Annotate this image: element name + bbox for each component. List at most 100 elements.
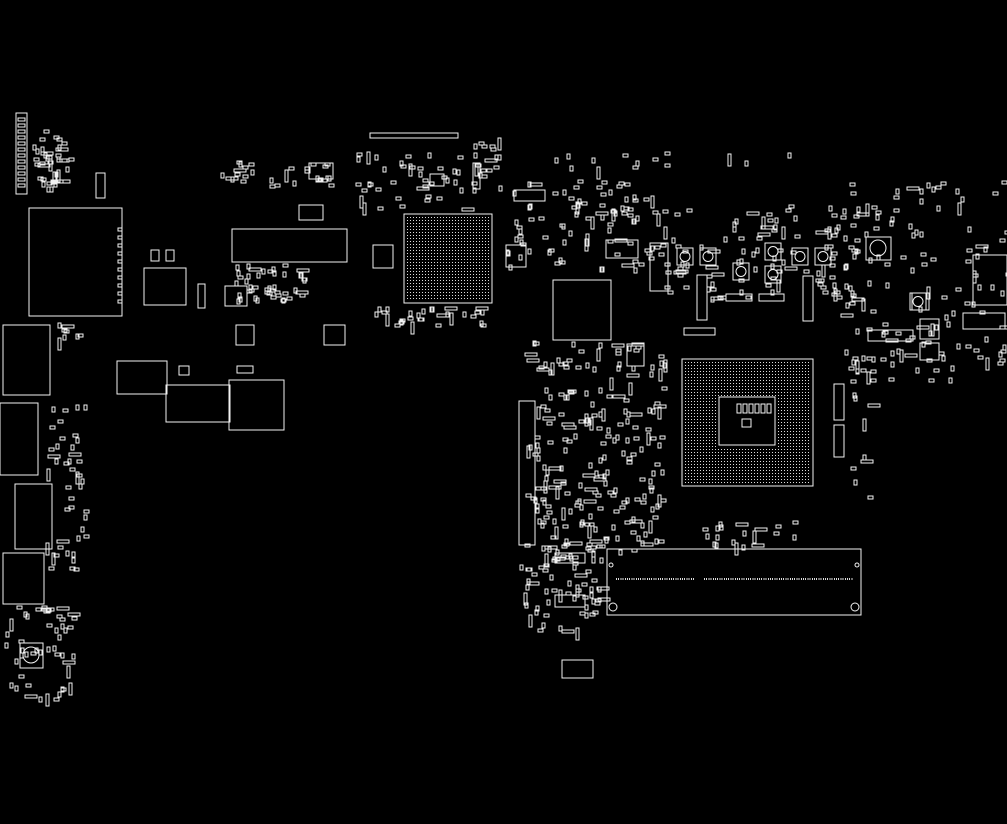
passive-component [658,368,663,382]
cpu-pin [802,401,803,402]
dimm-latch-left [608,602,618,612]
passive-component [548,485,562,490]
bga-ball [437,238,438,239]
passive-component [635,160,640,167]
socket-cap [754,403,760,414]
passive-component [578,419,585,424]
square-switch [764,265,782,284]
passive-component [46,623,53,628]
cpu-pin [748,452,749,453]
passive-component [664,285,671,290]
passive-component [635,215,640,222]
cpu-pin [691,446,692,447]
cpu-pin [712,386,713,387]
cpu-pin [712,416,713,417]
passive-component [242,174,249,179]
port-connector-4 [2,552,45,605]
bga-ball [431,244,432,245]
cpu-pin [694,422,695,423]
bga-ball [449,220,450,221]
bga-ball [470,298,471,299]
cpu-pin [769,377,770,378]
cpu-pin [778,476,779,477]
cpu-pin [778,455,779,456]
bga-ball [449,289,450,290]
cpu-pin [733,365,734,366]
cpu-pin [772,476,773,477]
dimm-contact [679,578,681,580]
cpu-pin [709,386,710,387]
cpu-pin [706,455,707,456]
passive-component [589,417,594,431]
square-switch [732,262,750,281]
cpu-pin [784,401,785,402]
cpu-pin [742,389,743,390]
cpu-pin [796,362,797,363]
bga-ball [419,217,420,218]
header-pin [17,165,26,170]
cpu-pin [730,386,731,387]
cpu-pin [751,482,752,483]
bga-ball [449,244,450,245]
passive-component [651,408,656,415]
passive-component [744,160,749,167]
passive-component [601,408,606,422]
bga-ball [416,256,417,257]
cpu-pin [784,443,785,444]
dimm-contact [818,578,820,580]
cpu-pin [790,377,791,378]
cpu-pin [787,467,788,468]
bga-ball [476,274,477,275]
passive-component [944,314,949,321]
cpu-pin [721,464,722,465]
cpu-pin [694,476,695,477]
cpu-pin [706,380,707,381]
bga-ball [407,253,408,254]
bga-ball [422,283,423,284]
dimm-contact [847,578,848,580]
passive-component [38,649,43,656]
cpu-pin [691,482,692,483]
cpu-pin [778,428,779,429]
passive-component [374,311,379,318]
cpu-pin [802,464,803,465]
passive-component [356,152,363,157]
cpu-pin [685,413,686,414]
cpu-pin [691,476,692,477]
passive-component [926,286,931,300]
bga-ball [425,259,426,260]
cpu-pin [685,365,686,366]
passive-component [746,211,760,216]
cpu-pin [754,362,755,363]
cpu-pin [745,476,746,477]
cpu-pin [691,437,692,438]
cpu-pin [772,479,773,480]
passive-component [381,310,388,315]
cpu-pin [748,476,749,477]
bga-ball [482,277,483,278]
bga-ball [461,274,462,275]
passive-component [990,284,995,291]
cpu-pin [700,455,701,456]
passive-component [935,185,942,190]
bga-ball [434,298,435,299]
bga-ball [482,253,483,254]
bga-ball [422,295,423,296]
cpu-pin [790,479,791,480]
passive-component [554,157,559,164]
bga-ball [473,256,474,257]
cpu-pin [808,455,809,456]
passive-component [699,244,704,251]
cpu-pin [784,449,785,450]
cpu-pin [790,467,791,468]
cpu-pin [805,413,806,414]
cpu-pin [730,455,731,456]
cpu-pin [751,392,752,393]
passive-component [832,282,837,289]
cpu-pin [727,389,728,390]
cpu-pin [715,434,716,435]
bga-ball [470,277,471,278]
connector-pin [117,283,123,288]
passive-component [562,361,569,366]
cpu-pin [796,443,797,444]
